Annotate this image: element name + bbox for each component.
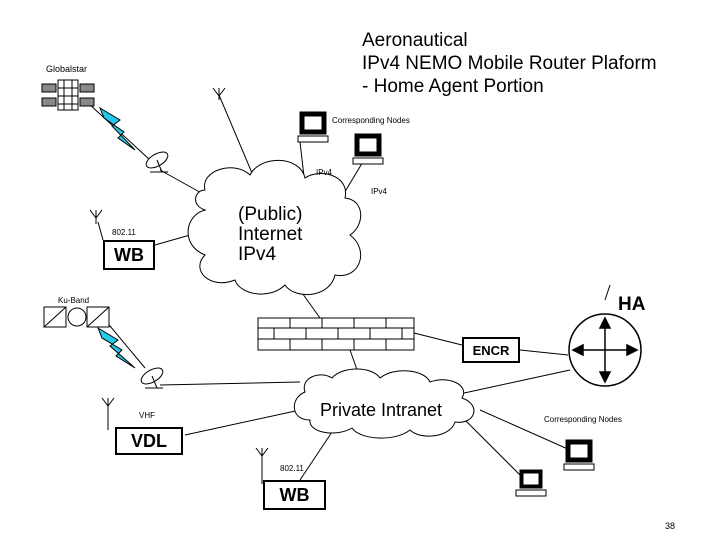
link-intranet-node4 <box>479 409 571 451</box>
diagram-title-line-3: - Home Agent Portion <box>362 76 544 97</box>
link-dish2-intranet <box>159 381 301 386</box>
globalstar-label: Globalstar <box>46 64 88 74</box>
wb-top-box: WB <box>103 240 155 270</box>
link-firewall-encr <box>413 332 463 346</box>
antenna-vhf-icon <box>101 397 115 430</box>
vdl-box: VDL <box>115 427 183 455</box>
computer-node-1-icon <box>297 111 329 143</box>
antenna-wb-top-icon <box>89 209 103 224</box>
ha-label: HA <box>618 294 646 315</box>
antenna-top-icon <box>212 87 226 100</box>
link-vdl-intranet <box>184 409 301 436</box>
private-intranet-cloud <box>293 368 475 439</box>
lightning-bolt-bottom-icon <box>96 326 136 369</box>
vhf-label: VHF <box>139 411 155 420</box>
link-antenna-wb <box>97 221 104 241</box>
page-number: 38 <box>665 521 676 531</box>
lightning-bolt-top-icon <box>98 106 136 151</box>
public-internet-cloud <box>187 159 362 296</box>
encr-box: ENCR <box>462 337 520 363</box>
link-ha-router <box>604 284 611 301</box>
diagram-title-line-1: Aeronautical <box>362 30 468 51</box>
antenna-wb-bottom-icon <box>255 447 269 484</box>
link-intranet-node3 <box>464 419 521 476</box>
link-antenna-cloud <box>218 94 256 181</box>
corresponding-nodes-top-label: Corresponding Nodes <box>332 116 410 125</box>
ipv4-label-a: IPv4 <box>316 168 333 177</box>
satellite-icon <box>41 79 95 111</box>
dish-top-icon <box>145 151 169 173</box>
ipv4-label-b: IPv4 <box>371 187 388 196</box>
link-intranet-ha <box>454 369 571 396</box>
wifi-top-label: 802.11 <box>112 228 136 237</box>
firewall-icon <box>257 317 415 351</box>
corresponding-nodes-bottom-label: Corresponding Nodes <box>544 415 622 424</box>
private-intranet-label: Private Intranet <box>320 400 443 420</box>
router-icon <box>568 313 642 387</box>
public-internet-label: (Public) Internet IPv4 <box>238 204 303 265</box>
computer-node-2-icon <box>352 133 384 165</box>
ku-band-terminal-icon <box>43 306 110 328</box>
ku-band-label: Ku-Band <box>58 296 90 305</box>
wifi-bottom-label: 802.11 <box>280 464 304 473</box>
link-ku-dish <box>104 319 146 369</box>
computer-node-3-icon <box>515 469 547 497</box>
wb-bottom-box: WB <box>263 480 326 510</box>
diagram-title-line-2: IPv4 NEMO Mobile Router Plaform <box>362 53 657 74</box>
link-encr-ha <box>519 349 569 356</box>
dish-bottom-icon <box>140 367 164 389</box>
link-dish-cloud <box>159 169 206 196</box>
computer-node-4-icon <box>563 439 595 471</box>
link-wb-cloud <box>154 234 191 246</box>
